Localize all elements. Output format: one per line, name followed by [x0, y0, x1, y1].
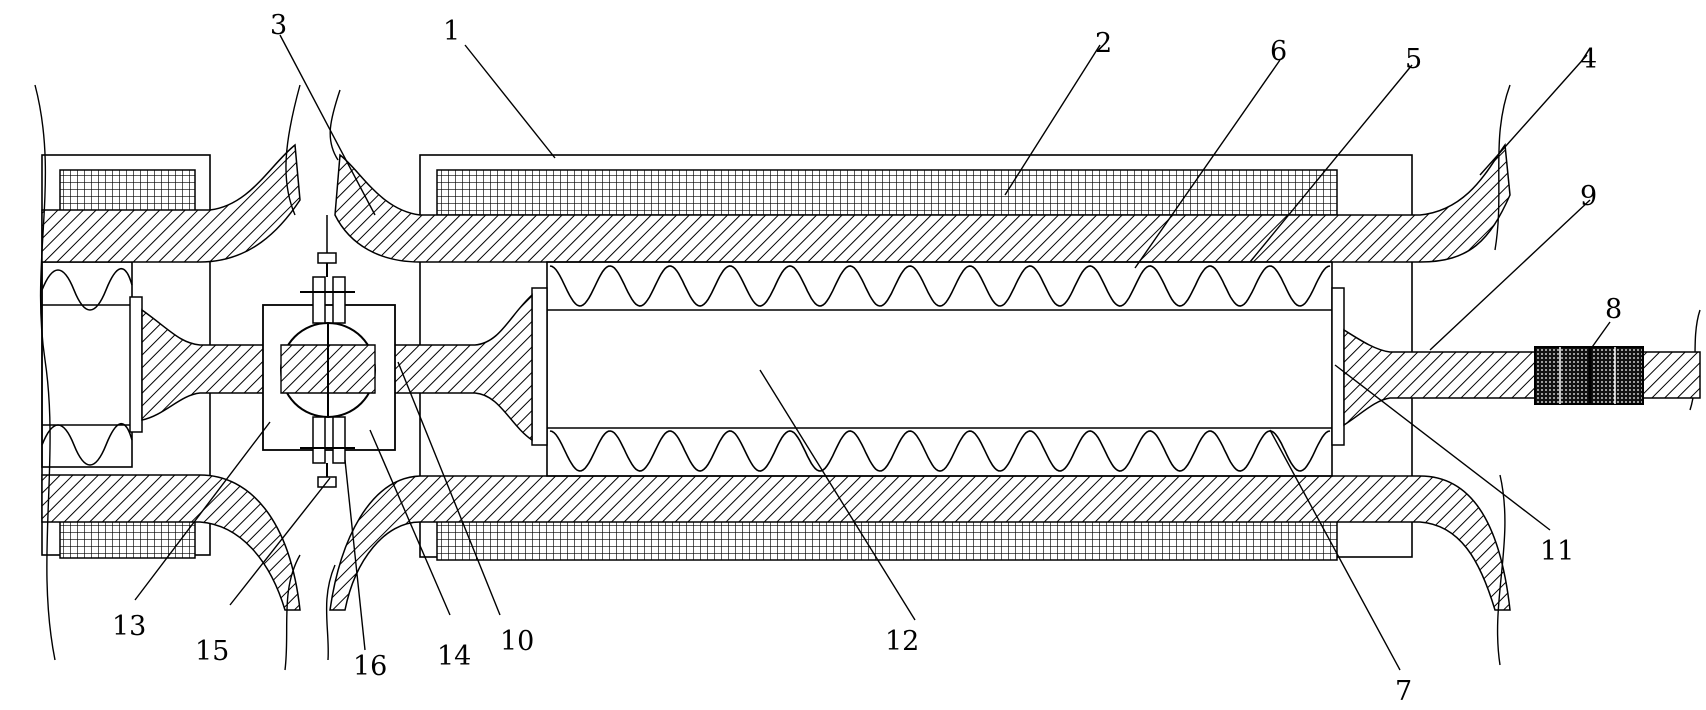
valve-assembly [262, 215, 396, 488]
label-15: 15 [195, 636, 229, 667]
label-7: 7 [1395, 676, 1412, 707]
part-labels: 1 2 3 4 5 6 7 8 9 10 11 12 13 14 15 16 [112, 10, 1622, 707]
left-end-plate [531, 287, 548, 446]
label-4: 4 [1580, 44, 1597, 75]
leader-lines [134, 34, 1611, 671]
label-13: 13 [112, 611, 146, 642]
label-11: 11 [1540, 536, 1574, 567]
left-inner-chamber [41, 261, 143, 468]
label-5: 5 [1405, 44, 1422, 75]
label-10: 10 [500, 626, 534, 657]
right-shaft [1343, 328, 1701, 427]
break-lines [34, 84, 1701, 671]
upper-spring [549, 265, 1331, 307]
spring-chamber [531, 261, 1345, 477]
label-12: 12 [885, 626, 919, 657]
label-14: 14 [437, 641, 471, 672]
top-jacket [41, 143, 1511, 263]
label-2: 2 [1095, 28, 1112, 59]
label-6: 6 [1270, 36, 1287, 67]
bottom-jacket [41, 474, 1511, 611]
label-9: 9 [1580, 181, 1597, 212]
label-8: 8 [1605, 294, 1622, 325]
label-16: 16 [353, 651, 387, 682]
lower-spring [549, 430, 1331, 472]
label-3: 3 [270, 10, 287, 41]
label-1: 1 [443, 16, 460, 47]
